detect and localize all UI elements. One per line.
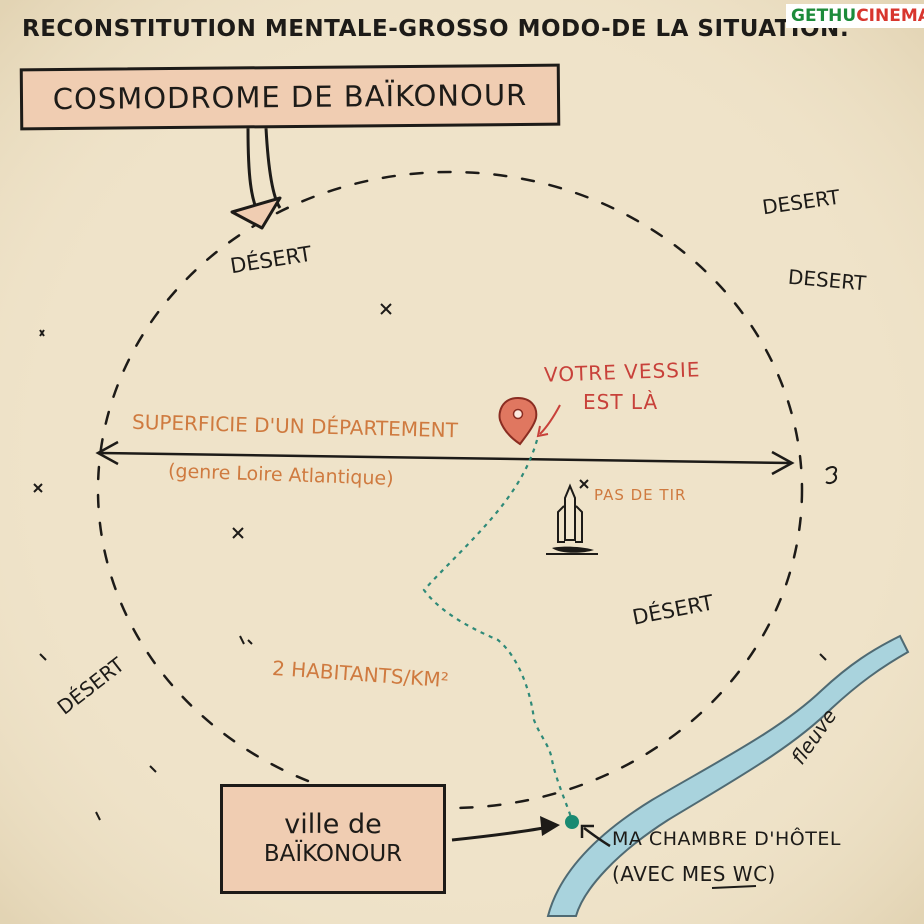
city-line2: BAÏKONOUR: [263, 841, 403, 868]
hotel-dot: [565, 815, 579, 829]
watermark-part1: GETHU: [791, 6, 857, 26]
hotel-pointer-head: [580, 824, 594, 838]
hotel-line1: MA CHAMBRE D'HÔTEL: [612, 828, 841, 850]
diameter-line: [99, 451, 791, 465]
hotel-pointer: [583, 826, 611, 848]
bladder-line1: VOTRE VESSIE: [543, 357, 701, 387]
diameter-arrow-right: [771, 450, 795, 476]
hotel-line2-mes: MES: [681, 862, 726, 886]
cosmodrome-box: COSMODROME DE BAÏKONOUR: [19, 63, 561, 131]
hotel-line2-suffix: WC): [725, 862, 776, 886]
route-path: [422, 439, 574, 821]
header-title: RECONSTITUTION MENTALE-GROSSO MODO-DE LA…: [22, 16, 850, 42]
launch-pad-label: PAS DE TIR: [594, 486, 687, 504]
watermark-part2: CINEMA: [856, 6, 924, 26]
bladder-pointer-head: [536, 425, 549, 438]
diameter-arrow-left: [95, 440, 119, 466]
hotel-line2-prefix: (AVEC: [612, 862, 682, 886]
hotel-line2: (AVEC MES WC): [612, 864, 776, 884]
cosmodrome-label: COSMODROME DE BAÏKONOUR: [52, 77, 528, 117]
rocket-icon: [546, 483, 598, 555]
mes-underline: [711, 885, 757, 889]
city-arrow-head: [540, 816, 560, 836]
city-box: ville de BAÏKONOUR: [220, 784, 446, 894]
river: [546, 634, 910, 917]
city-line1: ville de: [284, 809, 382, 840]
cosmodrome-arrow-head: [230, 196, 282, 230]
location-pin-icon: [498, 396, 538, 446]
marks: [33, 303, 838, 821]
desert-top-right-2: DESERT: [787, 264, 867, 296]
cosmodrome-boundary: [96, 170, 804, 810]
bladder-pointer: [539, 404, 561, 435]
bladder-line2: EST LÀ: [583, 390, 659, 414]
